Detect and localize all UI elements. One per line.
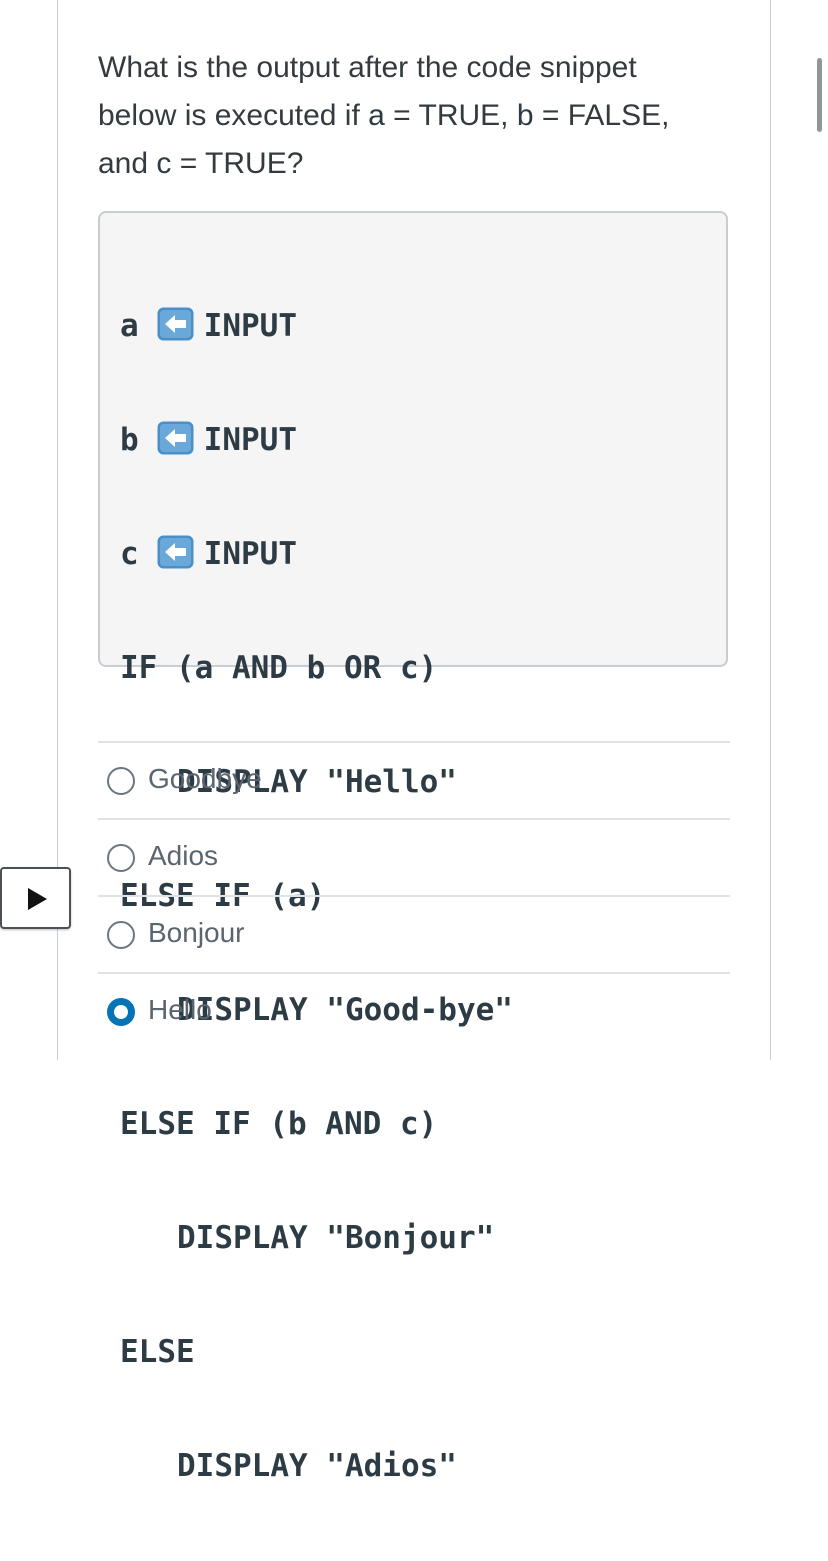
- answer-choice-label[interactable]: Hello: [148, 994, 212, 1025]
- question-line-2: below is executed if a = TRUE, b = FALSE…: [98, 99, 670, 132]
- question-var-c: c: [156, 147, 172, 180]
- answer-choice-label[interactable]: Goodbye: [148, 763, 262, 794]
- radio-button[interactable]: [107, 767, 135, 795]
- answer-choices: Goodbye Adios Bonjour Hello: [98, 741, 730, 1049]
- question-text: What is the output after the code snippe…: [98, 44, 738, 188]
- answer-choice-label[interactable]: Bonjour: [148, 917, 245, 948]
- answer-choice-goodbye[interactable]: Goodbye: [98, 741, 730, 818]
- answer-choice-adios[interactable]: Adios: [98, 818, 730, 895]
- code-line-else-if-bc: ELSE IF (b AND c): [120, 1106, 438, 1142]
- question-var-a: a: [368, 99, 385, 132]
- scrollbar-thumb[interactable]: [817, 58, 822, 132]
- answer-choice-hello[interactable]: Hello: [98, 972, 730, 1049]
- question-line-3: and c = TRUE?: [98, 147, 304, 180]
- radio-button-selected[interactable]: [107, 998, 135, 1026]
- left-arrow-key-icon: [157, 421, 194, 455]
- radio-button[interactable]: [107, 844, 135, 872]
- content-frame-left-border: [57, 0, 58, 1060]
- question-var-b: b: [516, 99, 534, 132]
- left-arrow-key-icon: [157, 535, 194, 569]
- play-icon: [28, 888, 47, 910]
- left-arrow-key-icon: [157, 307, 194, 341]
- code-line-display-goodbye: DISPLAY "Good-bye": [177, 992, 513, 1028]
- content-frame-right-border: [770, 0, 771, 1060]
- radio-button[interactable]: [107, 921, 135, 949]
- code-line-display-bonjour: DISPLAY "Bonjour": [177, 1220, 495, 1256]
- code-line-display-hello: DISPLAY "Hello": [177, 764, 457, 800]
- answer-choice-label[interactable]: Adios: [148, 840, 219, 871]
- answer-choice-bonjour[interactable]: Bonjour: [98, 895, 730, 972]
- code-line-else: ELSE: [120, 1334, 195, 1370]
- question-line-1: What is the output after the code snippe…: [98, 51, 637, 84]
- code-line-display-adios: DISPLAY "Adios": [177, 1448, 457, 1484]
- code-line-if: IF (a AND b OR c): [120, 650, 438, 686]
- play-button[interactable]: [0, 867, 71, 929]
